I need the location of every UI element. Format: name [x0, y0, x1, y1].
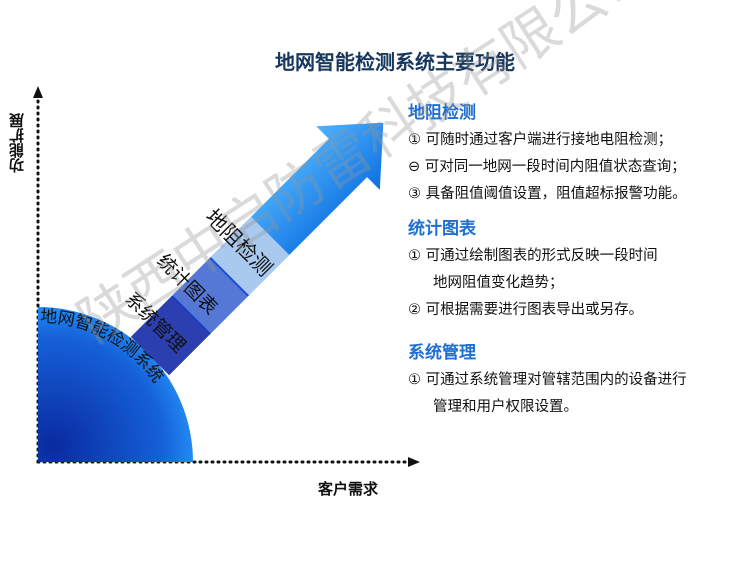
section-statistics: 统计图表 ① 可通过绘制图表的形式反映一段时间 地网阻值变化趋势； ② 可根据需…: [408, 214, 748, 324]
band-system-management: [130, 295, 211, 376]
y-axis-label: 功能扩展: [8, 113, 26, 173]
list-item: ① 可通过系统管理对管辖范围内的设备进行: [408, 372, 687, 388]
section-heading: 系统管理: [408, 343, 476, 363]
list-item: ⊖ 可对同一地网一段时间内阻值状态查询；: [408, 159, 686, 175]
y-axis-arrow-icon: [33, 86, 43, 98]
feature-panel: 地阻检测 ① 可随时通过客户端进行接地电阻检测； ⊖ 可对同一地网一段时间内阻值…: [408, 98, 748, 427]
growth-arrow: [130, 122, 384, 376]
section-ground-resistance: 地阻检测 ① 可随时通过客户端进行接地电阻检测； ⊖ 可对同一地网一段时间内阻值…: [408, 98, 748, 208]
x-axis-arrow-icon: [408, 457, 420, 467]
section-heading: 地阻检测: [408, 103, 476, 123]
list-item: ③ 具备阻值阈值设置，阻值超标报警功能。: [408, 186, 687, 202]
section-heading: 统计图表: [408, 219, 476, 239]
list-item: ① 可随时通过客户端进行接地电阻检测；: [408, 132, 673, 148]
list-item: ① 可通过绘制图表的形式反映一段时间: [408, 248, 658, 264]
list-item-continuation: 管理和用户权限设置。: [433, 399, 578, 415]
page-title: 地网智能检测系统主要功能: [275, 50, 515, 74]
x-axis-label: 客户需求: [318, 480, 379, 498]
core-quarter-circle: [38, 307, 193, 462]
section-system-management: 系统管理 ① 可通过系统管理对管辖范围内的设备进行 管理和用户权限设置。: [408, 338, 748, 421]
list-item: ② 可根据需要进行图表导出或另存。: [408, 302, 644, 318]
list-item-continuation: 地网阻值变化趋势；: [433, 275, 564, 291]
